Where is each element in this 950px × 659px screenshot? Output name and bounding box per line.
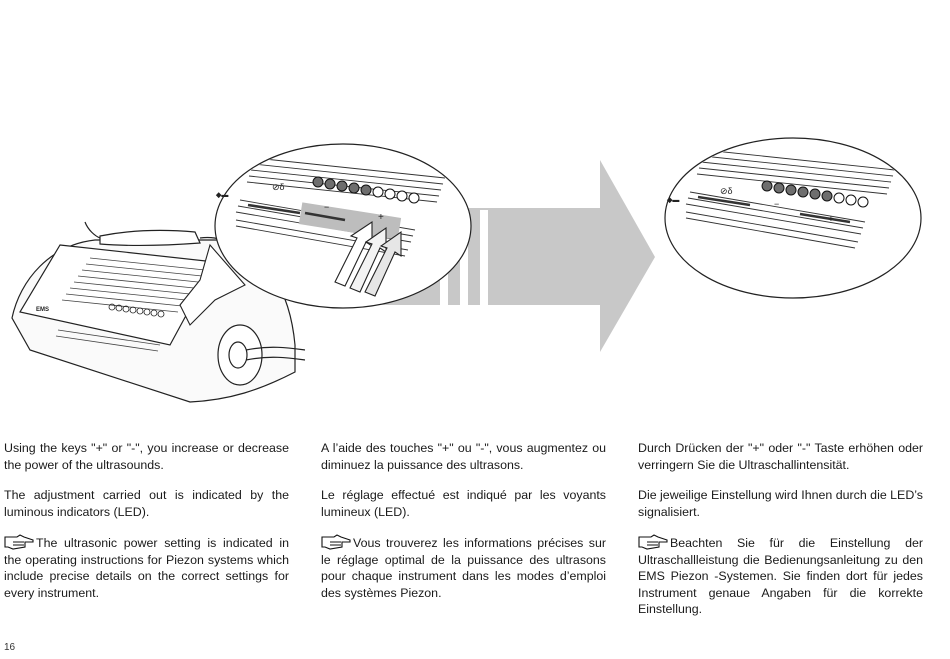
connector-icon: ◆▬ bbox=[666, 197, 679, 204]
paragraph-led: Die jeweilige Einstellung wird Ihnen dur… bbox=[638, 488, 923, 519]
zoom-detail-left: ⊘δ − + ◆▬ bbox=[179, 143, 472, 326]
zoom-link-arrow bbox=[179, 243, 246, 326]
page-number: 16 bbox=[4, 642, 16, 653]
power-symbol-icon: ⊘δ bbox=[272, 182, 285, 192]
paragraph-note: Vous trouverez les informations précises… bbox=[321, 534, 606, 601]
paragraph-led: The adjustment carried out is indicated … bbox=[4, 488, 289, 519]
paragraph-led: Le réglage effectué est indiqué par les … bbox=[321, 488, 606, 519]
press-arrows bbox=[334, 220, 402, 297]
paragraph-note: The ultrasonic power setting is indicate… bbox=[4, 534, 289, 601]
column-french: A l’aide des touches "+" ou "-", vous au… bbox=[321, 440, 606, 615]
minus-key: − bbox=[324, 202, 329, 212]
led-indicators-right bbox=[761, 180, 869, 208]
connector-icon: ◆▬ bbox=[215, 192, 228, 199]
brand-logo: EMS bbox=[36, 307, 49, 313]
minus-key: − bbox=[774, 199, 779, 209]
power-symbol-icon: ⊘δ bbox=[720, 186, 733, 196]
paragraph-keys: A l’aide des touches "+" ou "-", vous au… bbox=[321, 441, 606, 472]
paragraph-keys: Using the keys "+" or "-", you increase … bbox=[4, 441, 289, 472]
paragraph-note: Beachten Sie für die Einstellung der Ult… bbox=[638, 534, 923, 618]
column-english: Using the keys "+" or "-", you increase … bbox=[4, 440, 289, 615]
zoom-detail-right: ⊘δ − + ◆▬ bbox=[664, 137, 922, 299]
pointing-hand-icon bbox=[321, 534, 351, 550]
note-text: The ultrasonic power setting is indicate… bbox=[4, 536, 289, 600]
note-text: Beachten Sie für die Einstellung der Ult… bbox=[638, 536, 923, 616]
plus-key: + bbox=[828, 214, 834, 225]
note-text: Vous trouverez les informations précises… bbox=[321, 536, 606, 600]
plus-key: + bbox=[378, 212, 384, 223]
led-indicators-left bbox=[312, 176, 420, 204]
column-german: Durch Drücken der "+" oder "-" Taste erh… bbox=[638, 440, 923, 632]
paragraph-keys: Durch Drücken der "+" oder "-" Taste erh… bbox=[638, 441, 923, 472]
pointing-hand-icon bbox=[4, 534, 34, 550]
pointing-hand-icon bbox=[638, 534, 668, 550]
device-illustration: EMS bbox=[11, 137, 922, 403]
